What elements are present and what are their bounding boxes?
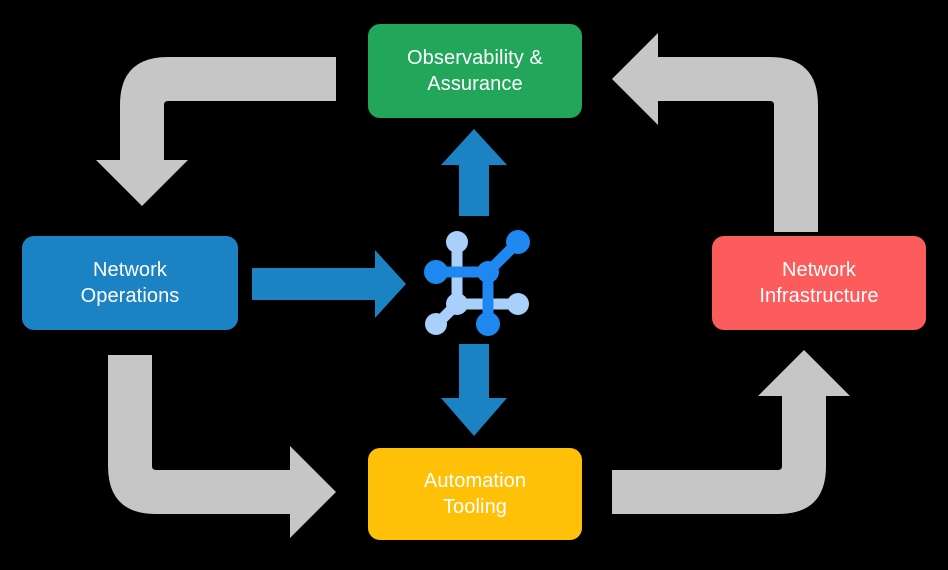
node-network-operations[interactable]: Network Operations xyxy=(22,236,238,330)
node-observability-and-assurance[interactable]: Observability & Assurance xyxy=(368,24,582,118)
network-icon-nodes-dark xyxy=(424,230,530,336)
connector-infrastructure-to-observability xyxy=(612,33,818,232)
connector-ops-to-automation xyxy=(108,355,336,538)
connector-center-to-automation xyxy=(441,344,507,436)
network-node xyxy=(425,313,447,335)
network-node xyxy=(476,312,500,336)
network-topology-icon xyxy=(424,230,530,336)
connector-observability-to-ops xyxy=(96,57,336,206)
network-node xyxy=(477,261,499,283)
node-label-network-operations: Network Operations xyxy=(80,259,180,307)
node-label-observability: Observability & Assurance xyxy=(407,47,543,95)
connector-ops-to-center xyxy=(252,250,406,318)
node-network-infrastructure[interactable]: Network Infrastructure xyxy=(712,236,926,330)
node-automation-tooling[interactable]: Automation Tooling xyxy=(368,448,582,540)
network-node xyxy=(446,231,468,253)
node-label-network-infrastructure: Network Infrastructure xyxy=(759,259,879,307)
network-node xyxy=(507,293,529,315)
network-icon-nodes-light xyxy=(425,231,529,335)
network-node xyxy=(446,293,468,315)
network-node xyxy=(424,260,448,284)
node-label-automation-tooling: Automation Tooling xyxy=(423,470,527,518)
connector-center-to-observability xyxy=(441,129,507,216)
connector-automation-to-infrastructure xyxy=(612,350,850,514)
network-node xyxy=(506,230,530,254)
